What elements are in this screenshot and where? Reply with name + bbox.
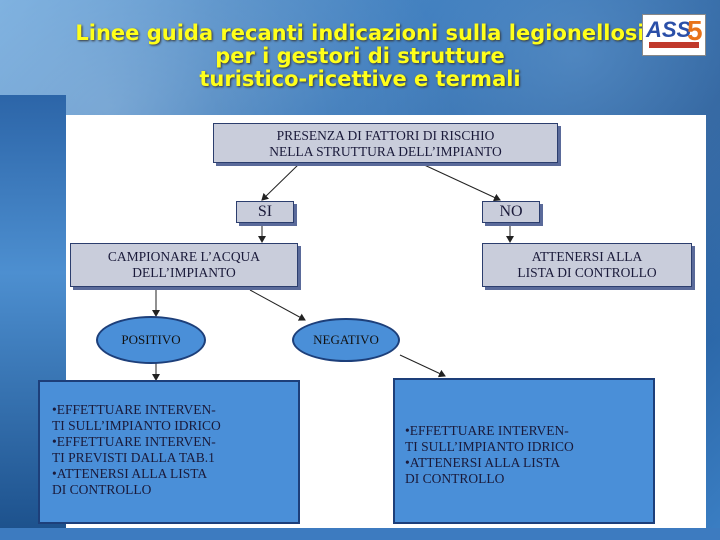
arrow-start-to-no — [420, 163, 500, 200]
node-sample-water: CAMPIONARE L’ACQUA DELL’IMPIANTO — [70, 243, 298, 287]
positive-action-line: •EFFETTUARE INTERVEN- — [52, 434, 298, 450]
node-checklist-line-2: LISTA DI CONTROLLO — [483, 265, 691, 281]
arrow-start-to-si — [262, 163, 300, 200]
node-no-label: NO — [483, 202, 539, 222]
positive-action-line: DI CONTROLLO — [52, 482, 298, 498]
node-positive-label: POSITIVO — [121, 332, 180, 348]
node-risk-factors-line-2: NELLA STRUTTURA DELL’IMPIANTO — [214, 144, 557, 160]
node-risk-factors-line-1: PRESENZA DI FATTORI DI RISCHIO — [214, 128, 557, 144]
arrow-sample-to-negative — [250, 290, 305, 320]
negative-action-line: TI SULL’IMPIANTO IDRICO — [405, 439, 653, 455]
node-checklist-line-1: ATTENERSI ALLA — [483, 249, 691, 265]
node-sample-water-line-1: CAMPIONARE L’ACQUA — [71, 249, 297, 265]
node-negative-label: NEGATIVO — [313, 332, 379, 348]
positive-action-line: TI SULL’IMPIANTO IDRICO — [52, 418, 298, 434]
node-checklist: ATTENERSI ALLA LISTA DI CONTROLLO — [482, 243, 692, 287]
node-si-label: SI — [237, 202, 293, 222]
positive-action-line: •EFFETTUARE INTERVEN- — [52, 402, 298, 418]
negative-action-line: •EFFETTUARE INTERVEN- — [405, 423, 653, 439]
node-negative: NEGATIVO — [292, 318, 400, 362]
node-positive: POSITIVO — [96, 316, 206, 364]
node-si: SI — [236, 201, 294, 223]
node-sample-water-line-2: DELL’IMPIANTO — [71, 265, 297, 281]
node-negative-actions: •EFFETTUARE INTERVEN- TI SULL’IMPIANTO I… — [393, 378, 655, 524]
positive-action-line: •ATTENERSI ALLA LISTA — [52, 466, 298, 482]
node-risk-factors: PRESENZA DI FATTORI DI RISCHIO NELLA STR… — [213, 123, 558, 163]
negative-action-line: DI CONTROLLO — [405, 471, 653, 487]
arrow-negative-to-actions — [400, 355, 445, 376]
positive-action-line: TI PREVISTI DALLA TAB.1 — [52, 450, 298, 466]
bottom-decorative-strip — [0, 528, 720, 540]
node-no: NO — [482, 201, 540, 223]
negative-action-line: •ATTENERSI ALLA LISTA — [405, 455, 653, 471]
node-positive-actions: •EFFETTUARE INTERVEN- TI SULL’IMPIANTO I… — [38, 380, 300, 524]
